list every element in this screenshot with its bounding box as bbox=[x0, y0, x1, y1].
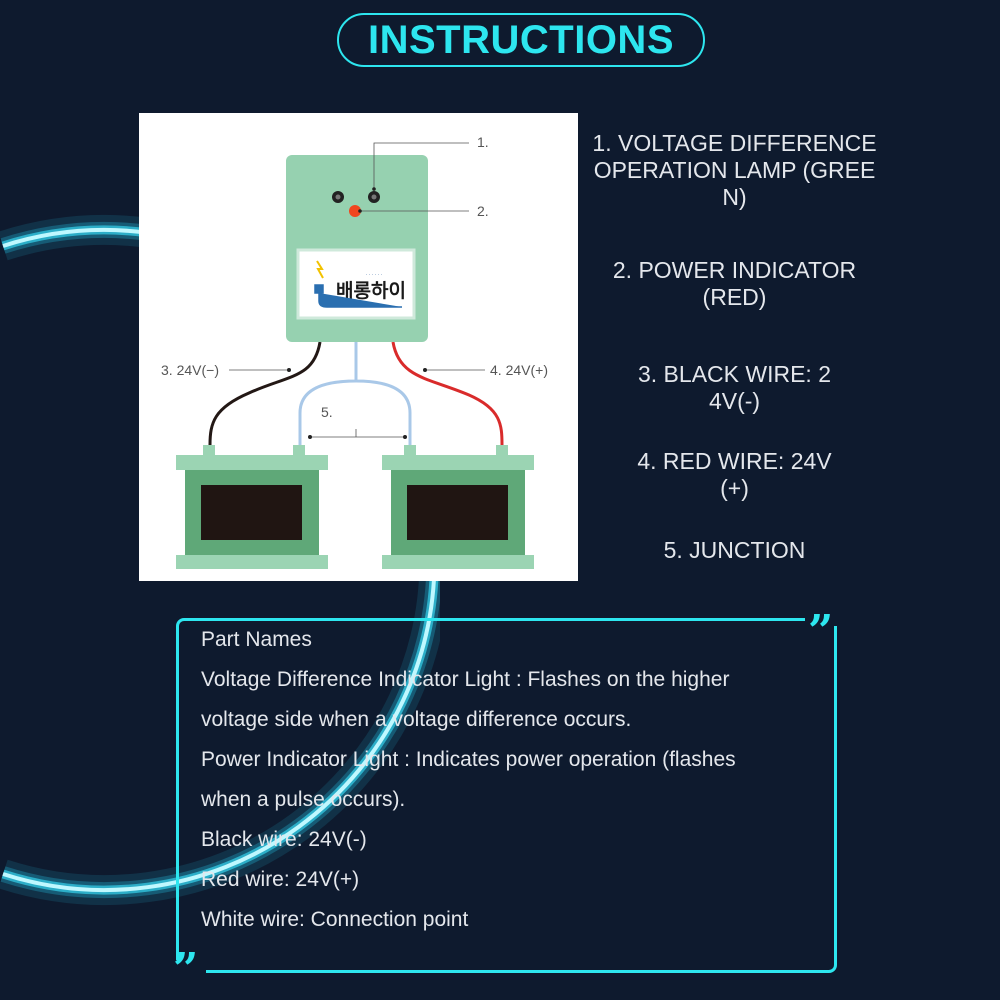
text-line: Red wire: 24V(+) bbox=[201, 868, 360, 891]
battery-left bbox=[176, 445, 328, 569]
quote-mark-icon: ” bbox=[173, 944, 199, 995]
red-wire bbox=[391, 341, 504, 446]
label-3: 3. 24V(−) bbox=[161, 362, 219, 378]
legend-item-1: 1. VOLTAGE DIFFERENCE OPERATION LAMP (GR… bbox=[592, 130, 877, 210]
text-line: Power Indicator Light : Indicates power … bbox=[201, 748, 736, 771]
text-line: when a pulse occurs). bbox=[201, 788, 406, 811]
logo-text: 배롱하이 bbox=[336, 280, 406, 302]
legend-item-3: 3. BLACK WIRE: 24V(-) bbox=[637, 361, 831, 414]
plug-icon bbox=[314, 284, 402, 308]
part-names-frame bbox=[176, 618, 837, 973]
text-line: Voltage Difference Indicator Light : Fla… bbox=[201, 668, 730, 691]
label-2: 2. bbox=[477, 203, 489, 219]
part-names-title: Part Names bbox=[201, 628, 312, 651]
label-5: 5. bbox=[321, 404, 333, 420]
text-line: Black wire: 24V(-) bbox=[201, 828, 367, 851]
label-1: 1. bbox=[477, 134, 489, 150]
page-title: INSTRUCTIONS bbox=[337, 13, 705, 67]
quote-mark-icon: ” bbox=[808, 606, 834, 657]
text-line: White wire: Connection point bbox=[201, 908, 469, 931]
lightning-icon bbox=[316, 260, 324, 279]
label-4: 4. 24V(+) bbox=[490, 362, 548, 378]
part-names-text: Part Names Voltage Difference Indicator … bbox=[201, 620, 841, 940]
wiring-diagram: · · · · · · 배롱하이 1. 2. 3. 24V(−) 4. 24V(… bbox=[139, 113, 578, 581]
black-wire bbox=[208, 341, 322, 446]
legend-item-5: 5. JUNCTION bbox=[663, 537, 806, 563]
power-indicator-led bbox=[349, 205, 361, 217]
text-line: voltage side when a voltage difference o… bbox=[201, 708, 632, 731]
legend-item-4: 4. RED WIRE: 24V (+) bbox=[637, 448, 832, 501]
battery-right bbox=[382, 445, 534, 569]
svg-text:· · · · · ·: · · · · · · bbox=[366, 272, 383, 278]
legend-item-2: 2. POWER INDICATOR (RED) bbox=[612, 257, 857, 310]
white-wire bbox=[298, 342, 412, 445]
